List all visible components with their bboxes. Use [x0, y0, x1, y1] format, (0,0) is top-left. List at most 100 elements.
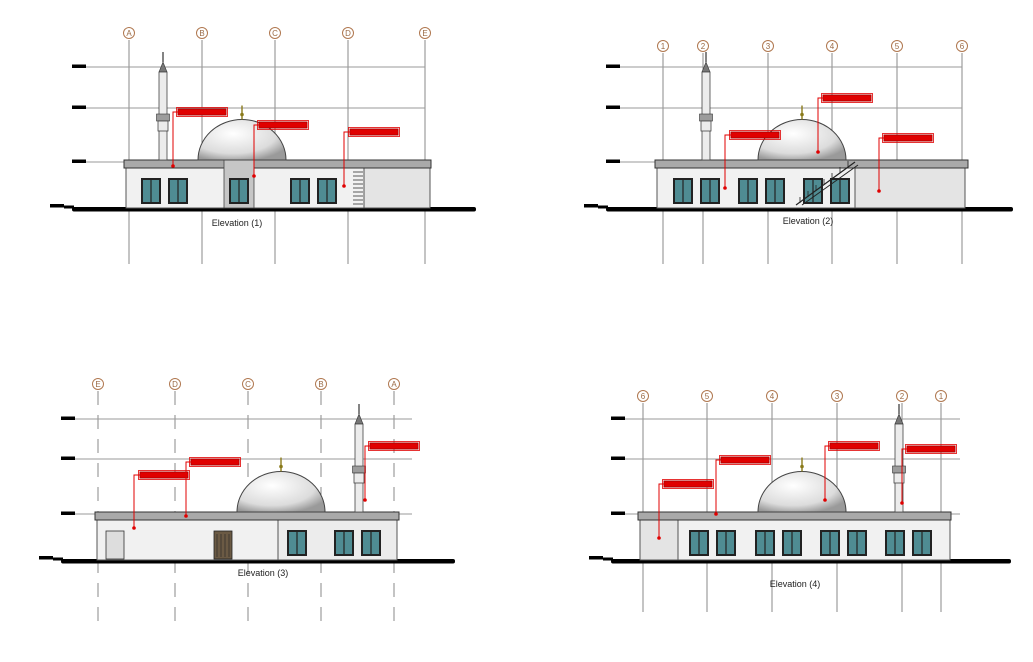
grid-bubble — [269, 27, 281, 39]
annotation-leader — [878, 137, 932, 191]
door — [105, 530, 125, 560]
level-marker — [611, 456, 625, 460]
roof-slab — [123, 159, 432, 169]
annotation-leader — [901, 448, 955, 503]
level-marker — [61, 416, 75, 420]
level-marker — [584, 204, 598, 208]
annotation-leader — [824, 445, 878, 500]
level-marker — [598, 205, 608, 209]
grid-bubble — [419, 27, 431, 39]
level-marker — [53, 557, 63, 561]
grid-bubble — [896, 390, 908, 402]
grid-bubble — [762, 40, 774, 52]
grid-bubble — [826, 40, 838, 52]
annotation-leader — [185, 461, 239, 516]
dome — [757, 119, 847, 161]
finial-ball — [800, 112, 804, 117]
level-marker — [72, 105, 86, 109]
annotation-leader-dot — [171, 164, 175, 168]
stair-rail — [795, 161, 856, 206]
annotation-leader-dot — [342, 184, 346, 188]
door — [213, 530, 233, 560]
grid-label: 6 — [960, 42, 965, 51]
minaret-lower — [893, 472, 905, 484]
grid-label: 1 — [661, 42, 666, 51]
minaret-balcony — [352, 465, 366, 474]
grid-label: A — [126, 29, 132, 38]
grid-bubble — [123, 27, 135, 39]
grid-bubble — [315, 378, 327, 390]
annotation-leader-dot — [132, 526, 136, 530]
grid-label: 4 — [830, 42, 835, 51]
grid-bubble — [831, 390, 843, 402]
annotation-leader — [658, 483, 712, 538]
roof-slab — [94, 511, 400, 521]
level-marker — [64, 205, 74, 209]
annex-wall — [363, 167, 431, 209]
level-marker — [72, 159, 86, 163]
minaret-balcony — [156, 113, 170, 122]
annotation-leader — [133, 474, 188, 528]
grid-label: E — [422, 29, 427, 38]
dome — [236, 471, 326, 513]
elevation-caption: Elevation (4) — [770, 579, 821, 589]
grid-bubble — [657, 40, 669, 52]
grid-bubble — [637, 390, 649, 402]
level-marker — [61, 511, 75, 515]
stair-rail — [801, 164, 859, 206]
annotation-leader-dot — [823, 498, 827, 502]
grid-bubble — [92, 378, 104, 390]
grid-label: 6 — [641, 392, 646, 401]
minaret-lower — [353, 472, 365, 484]
grid-label: B — [318, 380, 323, 389]
level-marker — [606, 159, 620, 163]
level-marker — [72, 64, 86, 68]
dome — [757, 471, 847, 513]
annotation-leader-dot — [877, 189, 881, 193]
level-marker — [611, 511, 625, 515]
annotation-leader-dot — [714, 512, 718, 516]
grid-label: E — [95, 380, 100, 389]
roof-slab — [637, 511, 952, 521]
annotation-leader-dot — [900, 501, 904, 505]
grid-label: 3 — [766, 42, 771, 51]
grid-label: A — [391, 380, 397, 389]
annotation-leader-dot — [252, 174, 256, 178]
grid-label: C — [272, 29, 278, 38]
annotation-leader — [724, 134, 779, 188]
level-marker — [611, 416, 625, 420]
annotation-leader-dot — [816, 150, 820, 154]
grid-bubble — [935, 390, 947, 402]
grid-label: D — [345, 29, 351, 38]
grid-bubble — [169, 378, 181, 390]
level-marker — [589, 556, 603, 560]
minaret-lower — [700, 120, 712, 132]
grid-bubble — [388, 378, 400, 390]
annotation-leader-dot — [363, 498, 367, 502]
grid-label: 3 — [835, 392, 840, 401]
annotation-leader — [715, 459, 769, 514]
grid-label: 2 — [900, 392, 905, 401]
grid-label: 5 — [895, 42, 900, 51]
roof-slab — [654, 159, 969, 169]
grid-bubble — [701, 390, 713, 402]
elevation-caption: Elevation (3) — [238, 568, 289, 578]
grid-bubble — [697, 40, 709, 52]
annotation-leader-dot — [184, 514, 188, 518]
level-marker — [39, 556, 53, 560]
annotation-leader — [343, 131, 398, 186]
level-marker — [606, 64, 620, 68]
grid-bubble — [342, 27, 354, 39]
grid-bubble — [242, 378, 254, 390]
grid-label: B — [199, 29, 204, 38]
annotation-leader — [817, 97, 871, 152]
grid-bubble — [956, 40, 968, 52]
annotation-leader-dot — [723, 186, 727, 190]
grid-bubble — [891, 40, 903, 52]
level-marker — [603, 557, 613, 561]
grid-label: C — [245, 380, 251, 389]
minaret-balcony — [699, 113, 713, 122]
